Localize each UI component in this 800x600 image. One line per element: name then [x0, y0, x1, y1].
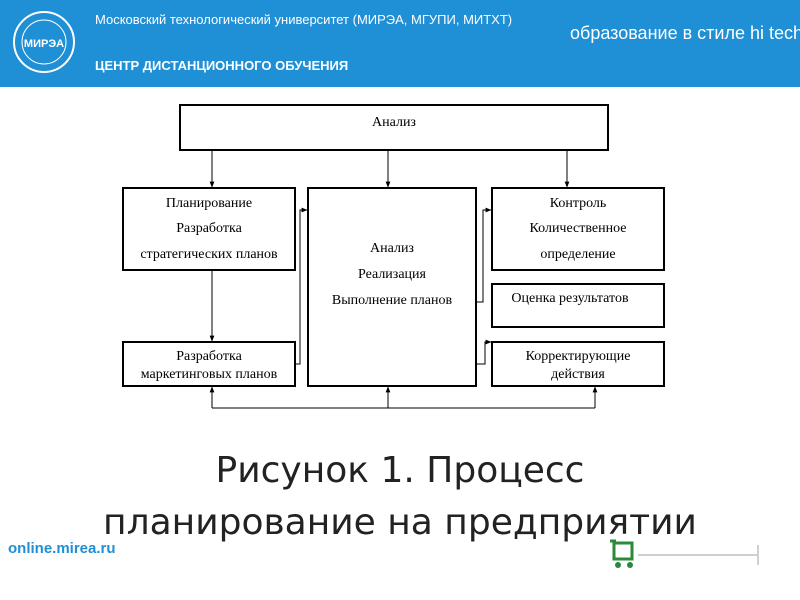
arrow-corrective-to-evaluation — [476, 339, 492, 365]
university-logo: МИРЭА — [13, 11, 75, 73]
site-header: МИРЭА Московский технологический универс… — [0, 0, 800, 87]
label-evaluation: Оценка результатов — [511, 291, 629, 306]
label-marketing-1: Разработка — [176, 349, 242, 364]
box-implementation — [307, 187, 477, 387]
box-corrective — [491, 341, 665, 387]
arrow-marketing-to-middle — [295, 207, 308, 365]
label-control-2: Количественное — [530, 221, 627, 236]
label-marketing-2: маркетинговых планов — [141, 367, 278, 382]
label-corrective-1: Корректирующие — [526, 349, 631, 364]
box-analysis-top — [179, 104, 609, 151]
label-control-1: Контроль — [550, 196, 607, 211]
label-middle-1: Анализ — [370, 241, 414, 256]
center-name: ЦЕНТР ДИСТАНЦИОННОГО ОБУЧЕНИЯ — [95, 58, 349, 73]
shopping-cart-icon — [610, 539, 759, 568]
logo-text: МИРЭА — [24, 38, 64, 50]
label-planning-2: Разработка — [176, 221, 242, 236]
figure-caption: Рисунок 1. Процесс планирование на предп… — [0, 445, 800, 549]
box-evaluation — [491, 283, 665, 328]
caption-line-1: Рисунок 1. Процесс — [215, 450, 585, 491]
label-middle-3: Выполнение планов — [332, 293, 453, 308]
label-control-3: определение — [540, 247, 615, 262]
label-planning-1: Планирование — [166, 196, 252, 211]
label-corrective-2: действия — [551, 367, 605, 382]
university-name: Московский технологический университет (… — [95, 12, 513, 27]
slogan: образование в стиле hi tech — [570, 23, 800, 43]
caption-line-2: планирование на предприятии — [103, 502, 697, 543]
box-planning — [122, 187, 296, 271]
label-planning-3: стратегических планов — [140, 247, 278, 262]
box-marketing — [122, 341, 296, 387]
label-middle-2: Реализация — [358, 267, 427, 282]
arrow-evaluation-to-control — [476, 207, 492, 303]
label-top-analysis: Анализ — [372, 115, 416, 130]
site-link[interactable]: online.mirea.ru — [8, 540, 116, 557]
box-control — [491, 187, 665, 271]
